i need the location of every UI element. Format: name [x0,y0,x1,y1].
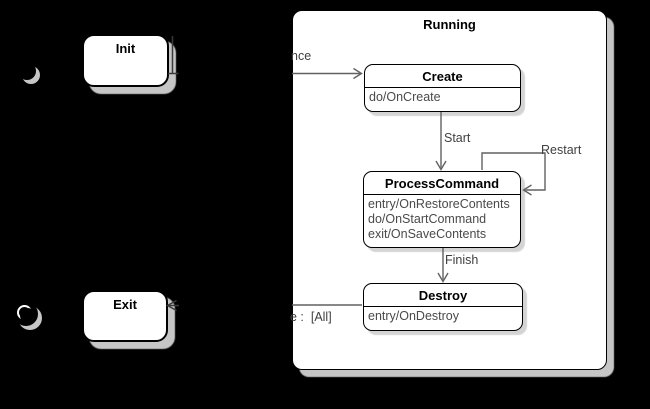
state-exit[interactable]: Exit [82,290,168,342]
edge-label-to-create: nce [291,49,312,63]
state-process-command[interactable]: ProcessCommand entry/OnRestoreContents d… [363,171,521,248]
state-exit-title: Exit [113,297,137,312]
edge-destroy-exit-arrowhead [165,299,177,312]
edge-label-start: Start [444,131,471,145]
edge-label-to-exit: e : [All] [290,310,332,324]
initial-state-icon[interactable] [18,62,40,84]
initial-state-dot [18,62,36,80]
state-init[interactable]: Init [82,34,169,87]
state-create-action: do/OnCreate [369,90,441,104]
state-init-title: Init [115,41,136,56]
state-create[interactable]: Create do/OnCreate [364,64,521,112]
state-running-title: Running [423,17,476,32]
state-process-command-action: entry/OnRestoreContents [368,197,510,211]
state-destroy[interactable]: Destroy entry/OnDestroy [363,283,523,331]
state-running[interactable]: Running Create do/OnCreate ProcessComman… [292,10,607,370]
state-process-command-action: exit/OnSaveContents [368,227,487,241]
final-state-ring-mask [20,308,35,323]
state-destroy-action: entry/OnDestroy [368,309,460,323]
edge-label-restart: Restart [541,143,582,157]
edge-label-finish: Finish [445,253,479,267]
final-state-icon[interactable] [14,302,42,330]
state-process-command-action: do/OnStartCommand [368,212,487,226]
state-create-title: Create [365,65,520,88]
state-destroy-title: Destroy [364,284,522,307]
state-process-command-title: ProcessCommand [364,172,520,195]
